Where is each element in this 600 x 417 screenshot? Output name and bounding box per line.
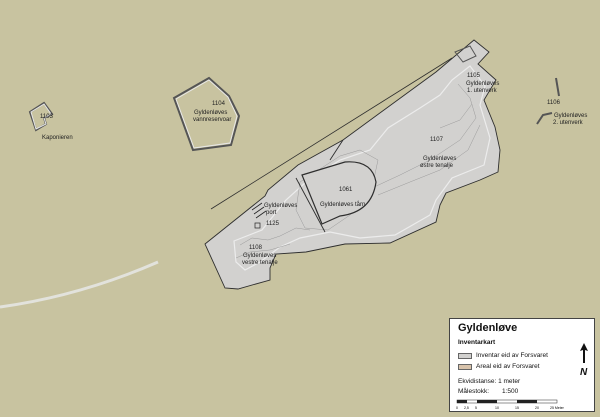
port-feature[interactable] (251, 202, 267, 229)
scalebar-tick-0: 0 (456, 406, 458, 410)
scalebar-tick-4: 15 (515, 406, 519, 410)
vannreservoar-name-label-2: vannreservoar (193, 117, 231, 123)
taarn-name-label: Gyldenløves tårn (320, 201, 365, 208)
curved-path (0, 260, 159, 309)
legend-swatch-inventory (458, 353, 472, 359)
legend-label-inventory: Inventar eid av Forsvaret (476, 352, 548, 359)
north-letter: N (580, 367, 588, 377)
utenverk1-name-label: Gyldenløves (466, 81, 499, 87)
vannreservoar-id-label: 1104 (212, 101, 226, 107)
utenverk2-name-label: Gyldenløves (554, 113, 587, 119)
ostre-name-label: Gyldenløves (423, 156, 456, 162)
scalebar-tick-2: 5 (475, 406, 477, 410)
utenverk1-name-label-2: 1. utenverk (467, 88, 498, 94)
legend-subtitle: Inventarkart (458, 339, 496, 346)
vannreservoar-name-label: Gyldenløves (194, 110, 227, 116)
utenverk2-id-label: 1106 (547, 100, 561, 106)
scalebar-tick-6: 25 Meter (550, 406, 565, 410)
utenverk1-id-label: 1105 (467, 73, 481, 79)
ostre-id-label: 1107 (430, 137, 444, 143)
scale-label: Målestokk: (458, 388, 490, 395)
legend-panel: Gyldenløve Inventarkart Inventar eid av … (449, 318, 595, 412)
taarn-id-label: 1061 (339, 187, 353, 193)
legend-label-area: Areal eid av Forsvaret (476, 363, 540, 370)
kaponieren-name-label: Kaponieren (42, 135, 73, 141)
legend-title: Gyldenløve (458, 322, 518, 334)
port-id-label: 1125 (266, 221, 280, 227)
ostre-name-label-2: østre tenalje (420, 163, 454, 169)
legend-swatch-area (458, 364, 472, 370)
vannreservoar-feature[interactable] (172, 76, 241, 152)
road-line (210, 57, 453, 210)
port-name-label-2: port (266, 210, 277, 216)
utenverk1-feature[interactable] (454, 45, 477, 63)
vestre-name-label: Gyldenløves (243, 253, 276, 259)
taarn-feature[interactable] (301, 161, 377, 225)
vestre-id-label: 1108 (249, 245, 263, 251)
scalebar-tick-3: 10 (495, 406, 499, 410)
north-arrow-icon: N (580, 343, 588, 377)
utenverk2-feature[interactable] (536, 77, 560, 125)
port-name-label: Gyldenløves (264, 203, 297, 209)
kaponieren-feature[interactable] (28, 101, 54, 132)
utenverk2-name-label-2: 2. utenverk (553, 120, 584, 126)
scale-value: 1:500 (502, 388, 519, 395)
scalebar: 0 2,5 5 10 15 20 25 Meter (456, 399, 565, 410)
kaponieren-id-label: 1103 (40, 114, 54, 120)
scalebar-tick-5: 20 (535, 406, 539, 410)
equidistance-text: Ekvidistanse: 1 meter (458, 378, 521, 385)
vestre-name-label-2: vestre tenalje (242, 260, 278, 266)
scalebar-tick-1: 2,5 (464, 406, 469, 410)
